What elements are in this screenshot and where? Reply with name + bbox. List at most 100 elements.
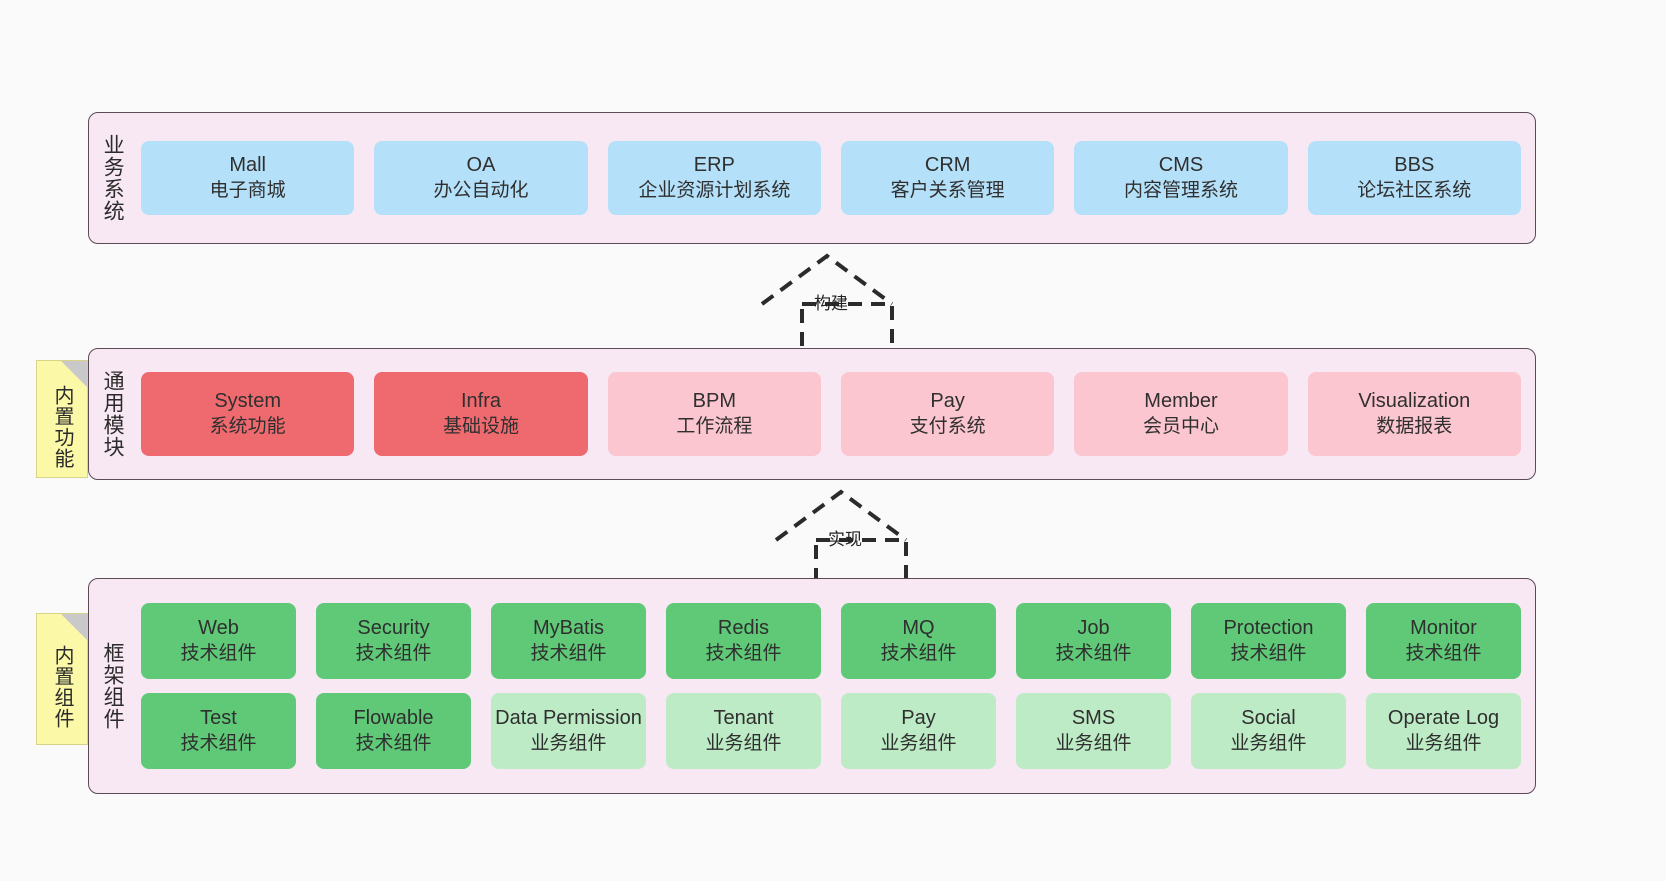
card-title: Infra — [460, 390, 501, 413]
card-title: Job — [1077, 617, 1110, 640]
layer-business-row: Mall 电子商城 OA 办公自动化 ERP 企业资源计划系统 CRM 客户关系… — [141, 141, 1521, 215]
layer-business-title: 业务系统 — [101, 134, 125, 222]
card-subtitle: 系统功能 — [209, 415, 286, 437]
layer-modules-title: 通用模块 — [101, 370, 125, 458]
card-visualization[interactable]: Visualization 数据报表 — [1307, 372, 1521, 456]
card-title: SMS — [1071, 707, 1116, 730]
layer-common-modules: 通用模块 System 系统功能 Infra 基础设施 BPM 工作流程 Pay… — [88, 348, 1536, 480]
card-subtitle: 技术组件 — [880, 642, 957, 664]
card-sms[interactable]: SMS 业务组件 — [1016, 693, 1171, 769]
card-subtitle: 业务组件 — [880, 732, 957, 754]
card-title: Monitor — [1410, 617, 1477, 640]
card-web[interactable]: Web 技术组件 — [141, 603, 296, 679]
layer-framework-row-technical: Web 技术组件 Security 技术组件 MyBatis 技术组件 Redi… — [141, 603, 1521, 679]
connector-build-label: 构建 — [814, 294, 848, 313]
card-monitor[interactable]: Monitor 技术组件 — [1366, 603, 1521, 679]
layer-business-systems: 业务系统 Mall 电子商城 OA 办公自动化 ERP 企业资源计划系统 CRM… — [88, 112, 1536, 244]
card-subtitle: 技术组件 — [1405, 642, 1482, 664]
card-mybatis[interactable]: MyBatis 技术组件 — [491, 603, 646, 679]
card-title: Pay — [901, 707, 936, 730]
card-subtitle: 业务组件 — [530, 732, 607, 754]
card-subtitle: 技术组件 — [355, 642, 432, 664]
card-subtitle: 技术组件 — [1230, 642, 1307, 664]
card-bbs[interactable]: BBS 论坛社区系统 — [1307, 141, 1521, 215]
card-subtitle: 工作流程 — [676, 415, 753, 437]
card-cms[interactable]: CMS 内容管理系统 — [1074, 141, 1288, 215]
card-title: MQ — [902, 617, 935, 640]
card-operate-log[interactable]: Operate Log 业务组件 — [1366, 693, 1521, 769]
note-builtin-features-label: 内置功能 — [51, 385, 73, 469]
card-crm[interactable]: CRM 客户关系管理 — [840, 141, 1055, 215]
layer-framework-row-business: Test 技术组件 Flowable 技术组件 Data Permission … — [141, 693, 1521, 769]
card-subtitle: 技术组件 — [1055, 642, 1132, 664]
note-builtin-features: 内置功能 — [36, 360, 88, 478]
card-subtitle: 技术组件 — [180, 732, 257, 754]
card-protection[interactable]: Protection 技术组件 — [1191, 603, 1346, 679]
card-title: Test — [200, 707, 237, 730]
card-subtitle: 业务组件 — [1055, 732, 1132, 754]
card-system[interactable]: System 系统功能 — [141, 372, 355, 456]
connector-build: 构建 — [752, 252, 952, 352]
card-subtitle: 电子商城 — [209, 179, 286, 201]
card-tenant[interactable]: Tenant 业务组件 — [666, 693, 821, 769]
card-erp[interactable]: ERP 企业资源计划系统 — [607, 141, 821, 215]
card-subtitle: 内容管理系统 — [1123, 179, 1238, 201]
layer-framework-title: 框架组件 — [101, 642, 125, 730]
card-data-permission[interactable]: Data Permission 业务组件 — [491, 693, 646, 769]
card-title: Protection — [1223, 617, 1314, 640]
card-pay-component[interactable]: Pay 业务组件 — [841, 693, 996, 769]
card-title: Tenant — [713, 707, 774, 730]
generalization-arrow-icon — [760, 253, 894, 352]
card-flowable[interactable]: Flowable 技术组件 — [316, 693, 471, 769]
card-subtitle: 客户关系管理 — [890, 179, 1005, 201]
card-subtitle: 办公自动化 — [433, 179, 529, 201]
card-title: CMS — [1158, 154, 1204, 177]
card-member[interactable]: Member 会员中心 — [1074, 372, 1288, 456]
card-infra[interactable]: Infra 基础设施 — [374, 372, 588, 456]
connector-implement-label: 实现 — [828, 530, 862, 549]
card-subtitle: 业务组件 — [1405, 732, 1482, 754]
card-title: Mall — [229, 154, 266, 177]
connector-implement: 实现 — [766, 488, 966, 588]
layer-framework-components: 框架组件 Web 技术组件 Security 技术组件 MyBatis 技术组件… — [88, 578, 1536, 794]
card-subtitle: 业务组件 — [705, 732, 782, 754]
card-title: Flowable — [353, 707, 434, 730]
card-title: Web — [198, 617, 239, 640]
card-subtitle: 基础设施 — [442, 415, 519, 437]
card-subtitle: 数据报表 — [1376, 415, 1453, 437]
card-title: Pay — [930, 390, 965, 413]
card-title: Visualization — [1358, 390, 1471, 413]
card-title: OA — [466, 154, 496, 177]
layer-modules-body: System 系统功能 Infra 基础设施 BPM 工作流程 Pay 支付系统… — [135, 349, 1535, 479]
card-title: CRM — [924, 154, 971, 177]
card-job[interactable]: Job 技术组件 — [1016, 603, 1171, 679]
card-title: Member — [1144, 390, 1218, 413]
card-subtitle: 会员中心 — [1142, 415, 1219, 437]
card-title: ERP — [693, 154, 735, 177]
card-social[interactable]: Social 业务组件 — [1191, 693, 1346, 769]
card-redis[interactable]: Redis 技术组件 — [666, 603, 821, 679]
card-mall[interactable]: Mall 电子商城 — [141, 141, 355, 215]
card-title: MyBatis — [532, 617, 605, 640]
generalization-arrow-icon — [774, 489, 908, 588]
note-builtin-components: 内置组件 — [36, 613, 88, 745]
layer-modules-row: System 系统功能 Infra 基础设施 BPM 工作流程 Pay 支付系统… — [141, 372, 1521, 456]
card-subtitle: 技术组件 — [355, 732, 432, 754]
card-subtitle: 技术组件 — [180, 642, 257, 664]
card-title: BBS — [1394, 154, 1435, 177]
layer-framework-body: Web 技术组件 Security 技术组件 MyBatis 技术组件 Redi… — [135, 579, 1535, 793]
card-mq[interactable]: MQ 技术组件 — [841, 603, 996, 679]
layer-business-body: Mall 电子商城 OA 办公自动化 ERP 企业资源计划系统 CRM 客户关系… — [135, 113, 1535, 243]
note-builtin-components-label: 内置组件 — [51, 645, 73, 729]
card-oa[interactable]: OA 办公自动化 — [374, 141, 588, 215]
card-title: Operate Log — [1387, 707, 1500, 730]
card-bpm[interactable]: BPM 工作流程 — [607, 372, 821, 456]
card-subtitle: 支付系统 — [909, 415, 986, 437]
card-security[interactable]: Security 技术组件 — [316, 603, 471, 679]
card-subtitle: 技术组件 — [705, 642, 782, 664]
card-title: Social — [1241, 707, 1296, 730]
card-pay-module[interactable]: Pay 支付系统 — [840, 372, 1055, 456]
card-test[interactable]: Test 技术组件 — [141, 693, 296, 769]
card-subtitle: 技术组件 — [530, 642, 607, 664]
